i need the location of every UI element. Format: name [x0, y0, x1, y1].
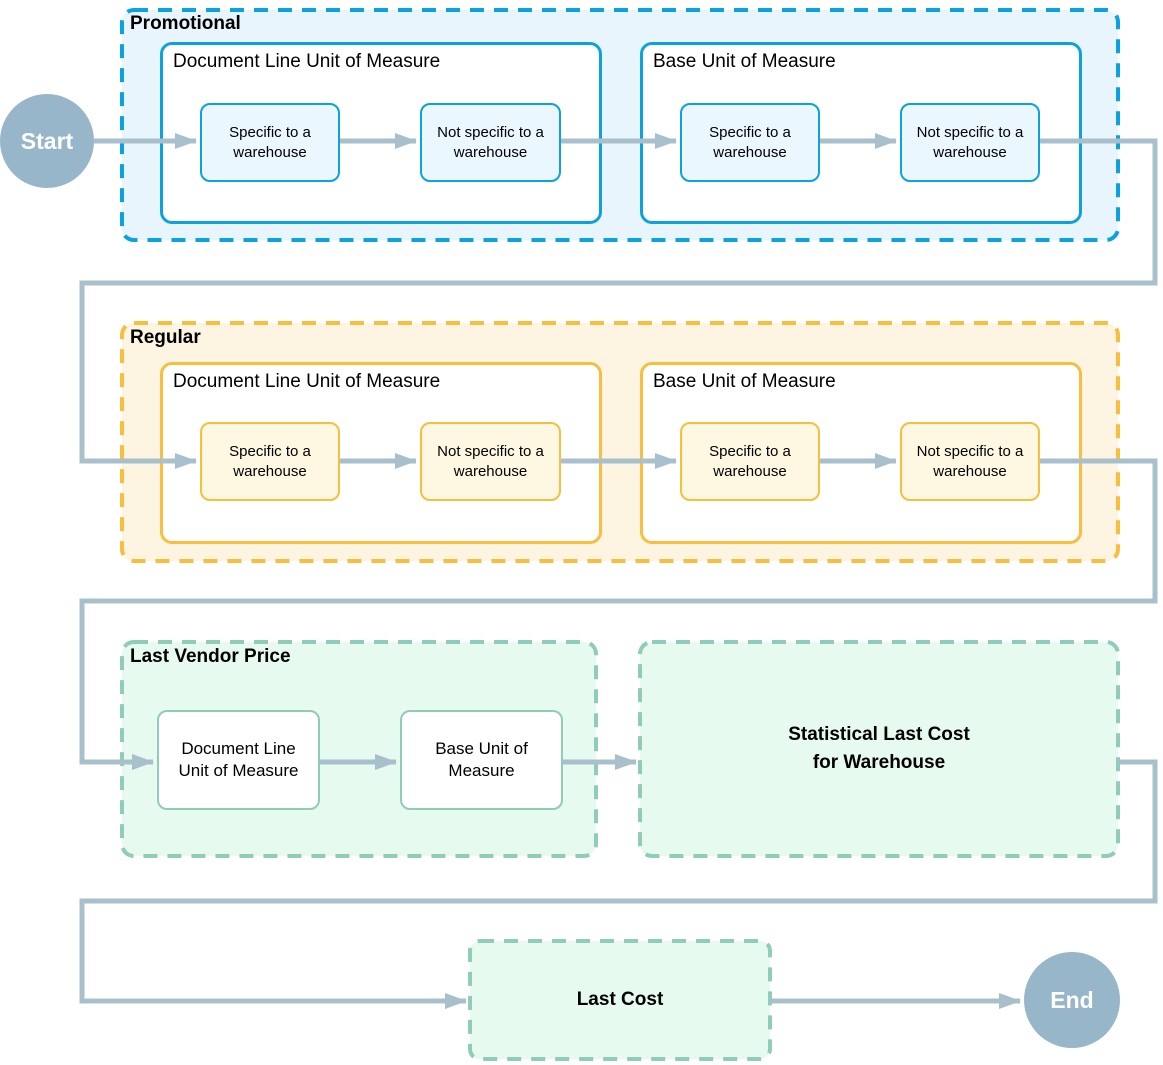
- start-label: Start: [20, 127, 74, 154]
- regular-base-not-specific-node: Not specific to a warehouse: [900, 422, 1040, 501]
- promo-doc-specific-node: Specific to a warehouse: [200, 103, 340, 182]
- regular-doc-not-specific-node: Not specific to a warehouse: [420, 422, 561, 501]
- regular-base-uom-label: Base Unit of Measure: [653, 371, 836, 392]
- regular-doc-specific-node: Specific to a warehouse: [200, 422, 340, 501]
- promo-base-specific-node: Specific to a warehouse: [680, 103, 820, 182]
- promo-base-uom-label: Base Unit of Measure: [653, 51, 836, 72]
- regular-doc-line-uom-label: Document Line Unit of Measure: [173, 371, 441, 392]
- lvp-doc-line-uom-node: Document Line Unit of Measure: [157, 710, 320, 810]
- promo-base-not-specific-node: Not specific to a warehouse: [900, 103, 1040, 182]
- end-label: End: [1050, 986, 1094, 1013]
- lvp-base-uom-node: Base Unit of Measure: [400, 710, 563, 810]
- end-terminal: End: [1024, 952, 1120, 1048]
- promo-doc-line-uom-label: Document Line Unit of Measure: [173, 51, 441, 72]
- promo-doc-not-specific-node: Not specific to a warehouse: [420, 103, 561, 182]
- regular-base-specific-node: Specific to a warehouse: [680, 422, 820, 501]
- start-terminal: Start: [0, 94, 94, 188]
